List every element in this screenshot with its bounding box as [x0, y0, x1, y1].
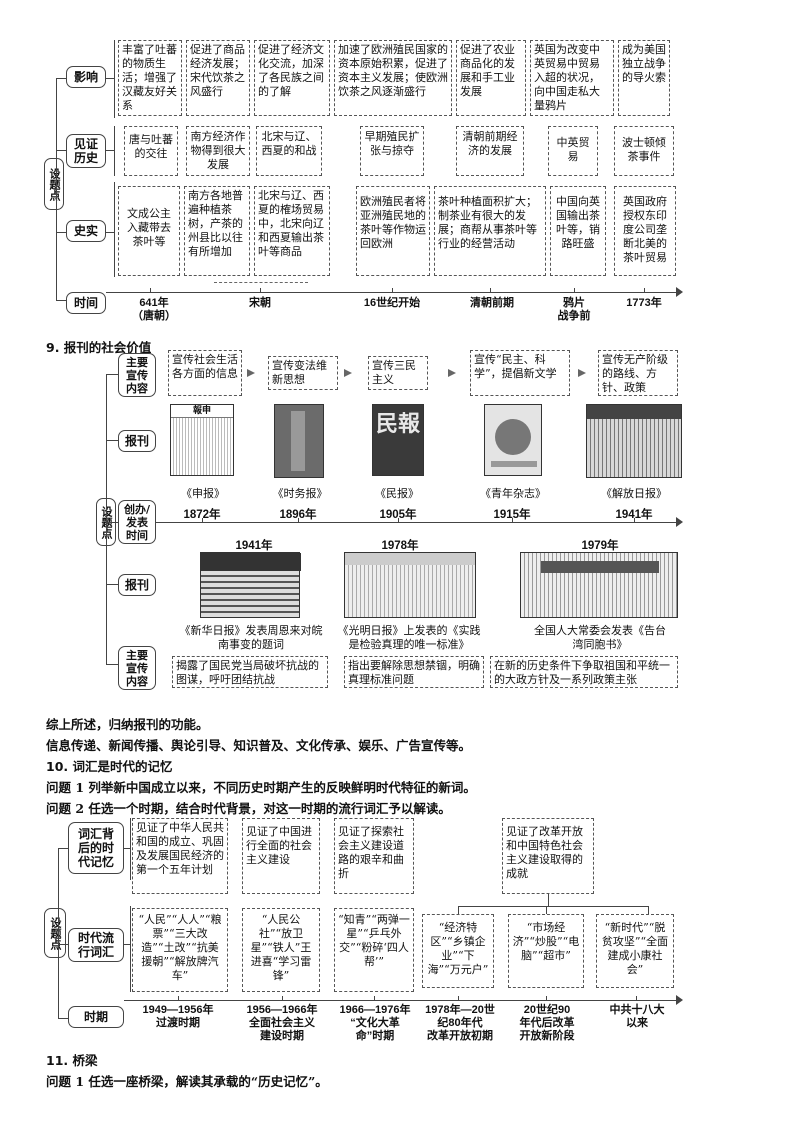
period-6: 中共十八大 以来	[609, 1004, 665, 1029]
row-label-period: 时期	[68, 1006, 124, 1028]
memory-4: 见证了改革开放和中国特色社会主义建设取得的成就	[502, 818, 594, 894]
memory-2: 见证了中国进行全面的社会主义建设	[242, 818, 320, 894]
witness-1: 唐与吐蕃的交往	[124, 126, 178, 176]
fact-2: 南方各地普遍种植茶树，产茶的州县比以往有所增加	[184, 186, 250, 276]
year-1978: 1978年	[381, 540, 419, 552]
summary-answer: 信息传递、新闻传播、舆论引导、知识普及、文化传承、娱乐、广告宣传等。	[46, 738, 472, 753]
fact-5: 茶叶种植面积扩大；制茶业有很大的发展；商帮从事茶叶等行业的经营活动	[434, 186, 546, 276]
words-5: “市场经济”“炒股”“电脑”“超市”	[508, 914, 584, 988]
fact-4: 欧洲殖民者将亚洲殖民地的茶叶等作物运回欧洲	[356, 186, 430, 276]
period-4: 1978年—20世 纪80年代 改革开放初期	[425, 1004, 495, 1042]
jiefang-image	[586, 404, 682, 478]
question-10-1: 问题 1 列举新中国成立以来，不同历史时期产生的反映鲜明时代特征的新词。	[46, 780, 476, 795]
side-label-tea: 设题点	[44, 158, 64, 210]
witness-4: 早期殖民扩张与掠夺	[360, 126, 424, 176]
minbao-image: 民報	[372, 404, 424, 476]
witness-6: 中英贸易	[548, 126, 598, 176]
section-9-title: 9. 报刊的社会价值	[46, 340, 152, 355]
section-10-title: 10. 词汇是时代的记忆	[46, 759, 173, 774]
year-1905: 1905年	[379, 509, 417, 521]
time-label-1: 641年 （唐朝）	[132, 297, 176, 322]
witness-7: 波士顿倾茶事件	[614, 126, 674, 176]
shiwubao-image	[274, 404, 324, 478]
period-3: 1966—1976年 “文化大革 命”时期	[339, 1004, 411, 1042]
content-top-3: 宣传三民主义	[368, 356, 428, 390]
period-5: 20世纪90 年代后改革 开放新阶段	[519, 1004, 575, 1042]
row-label-impact: 影响	[66, 66, 106, 88]
question-11-1: 问题 1 任选一座桥梁，解读其承载的“历史记忆”。	[46, 1074, 328, 1089]
impact-1: 丰富了吐蕃的物质生活；增强了汉藏友好关系	[118, 40, 182, 116]
impact-6: 英国为改变中英贸易中贸易入超的状况，向中国走私大量鸦片	[530, 40, 614, 116]
impact-3: 促进了经济文化交流，加深了各民族之间的了解	[254, 40, 330, 116]
impact-2: 促进了商品经济发展；宋代饮茶之风盛行	[186, 40, 250, 116]
witness-3: 北宋与辽、西夏的和战	[256, 126, 322, 176]
content-top-2: 宣传变法维新思想	[268, 356, 338, 390]
row-label-paper-bottom: 报刊	[118, 574, 156, 596]
summary-question: 综上所述，归纳报刊的功能。	[46, 717, 209, 732]
year-1872: 1872年	[183, 509, 221, 521]
content-bottom-3: 在新的历史条件下争取祖国和平统一的大政方针及一系列政策主张	[490, 656, 678, 688]
side-label-vocab: 设题点	[44, 908, 66, 958]
content-top-5: 宣传无产阶级的路线、方针、政策	[598, 350, 678, 396]
qingnian-image	[484, 404, 542, 476]
row-label-content-bottom: 主要宣传内容	[118, 646, 156, 690]
fact-1: 文成公主入藏带去茶叶等	[118, 186, 180, 276]
words-3: “知青”“两弹一星”“乒乓外交”“粉碎‘四人帮’”	[334, 908, 414, 992]
row-label-content-top: 主要宣传内容	[118, 353, 156, 397]
paper-caption-3: 《民报》	[375, 487, 419, 500]
fact-6: 中国向英国输出茶叶等，销路旺盛	[550, 186, 606, 276]
words-2: “人民公社”“放卫星”“铁人”王进喜“学习雷锋”	[242, 908, 320, 992]
fact-3: 北宋与辽、西夏的榷场贸易中，北宋向辽和西夏输出茶叶等商品	[254, 186, 330, 276]
paper-caption-bottom-2: 《光明日报》上发表的《实践是检验真理的唯一标准》	[337, 624, 481, 651]
paper-caption-1: 《申报》	[181, 487, 225, 500]
question-10-2: 问题 2 任选一个时期，结合时代背景，对这一时期的流行词汇予以解读。	[46, 801, 451, 816]
year-1915: 1915年	[493, 509, 531, 521]
paper-caption-bottom-3: 全国人大常委会发表《告台湾同胞书》	[534, 624, 666, 651]
section-11-title: 11. 桥梁	[46, 1053, 98, 1068]
row-label-words: 时代流行词汇	[68, 928, 124, 962]
year-1896: 1896年	[279, 509, 317, 521]
shenbao-image: 報申	[170, 404, 234, 476]
witness-5: 清朝前期经济的发展	[456, 126, 524, 176]
paper-caption-2: 《时务报》	[272, 487, 328, 500]
time-label-4: 清朝前期	[470, 297, 514, 309]
fact-7: 英国政府授权东印度公司垄断北美的茶叶贸易	[614, 186, 676, 276]
witness-2: 南方经济作物得到很大发展	[186, 126, 250, 176]
words-1: “人民”“人人”“粮票”“三大改造”“土改”“抗美援朝”“解放牌汽车”	[132, 908, 228, 992]
year-1941-top: 1941年	[615, 509, 653, 521]
paper-caption-4: 《青年杂志》	[480, 487, 546, 500]
period-1: 1949—1956年 过渡时期	[142, 1004, 214, 1029]
content-top-1: 宣传社会生活各方面的信息	[168, 350, 242, 396]
row-label-paper-top: 报刊	[118, 430, 156, 452]
row-label-time: 创办/发表时间	[118, 500, 156, 544]
content-bottom-2: 指出要解除思想禁锢，明确真理标准问题	[344, 656, 484, 688]
impact-7: 成为美国独立战争的导火索	[618, 40, 670, 116]
taiwan-letter-image	[520, 552, 678, 618]
time-label-3: 16世纪开始	[363, 297, 421, 309]
period-2: 1956—1966年 全面社会主义 建设时期	[246, 1004, 318, 1042]
time-label-6: 1773年	[626, 297, 662, 309]
content-bottom-1: 揭露了国民党当局破坏抗战的图谋，呼吁团结抗战	[172, 656, 328, 688]
content-top-4: 宣传“民主、科学”，提倡新文学	[470, 350, 570, 396]
row-label-witness: 见证历史	[66, 134, 106, 168]
xinhua-image	[200, 552, 301, 618]
year-1941-bottom: 1941年	[235, 540, 273, 552]
row-label-time: 时间	[66, 292, 106, 314]
memory-3: 见证了探索社会主义建设道路的艰辛和曲折	[334, 818, 414, 894]
time-label-2: 宋朝	[249, 297, 271, 309]
impact-4: 加速了欧洲殖民国家的资本原始积累，促进了资本主义发展；使欧洲饮茶之风逐渐盛行	[334, 40, 452, 116]
paper-caption-bottom-1: 《新华日报》发表周恩来对皖南事变的题词	[179, 624, 323, 651]
row-label-fact: 史实	[66, 220, 106, 242]
words-4: “经济特区”“乡镇企业”“下海”“万元户”	[422, 914, 494, 988]
paper-caption-5: 《解放日报》	[601, 487, 667, 500]
impact-5: 促进了农业商品化的发展和手工业发展	[456, 40, 526, 116]
memory-1: 见证了中华人民共和国的成立、巩固及发展国民经济的第一个五年计划	[132, 818, 228, 894]
guangming-image	[344, 552, 476, 618]
year-1979: 1979年	[581, 540, 619, 552]
words-6: “新时代”“脱贫攻坚”“全面建成小康社会”	[596, 914, 674, 988]
row-label-memory: 词汇背后的时代记忆	[68, 822, 124, 874]
time-label-5: 鸦片 战争前	[557, 297, 591, 322]
